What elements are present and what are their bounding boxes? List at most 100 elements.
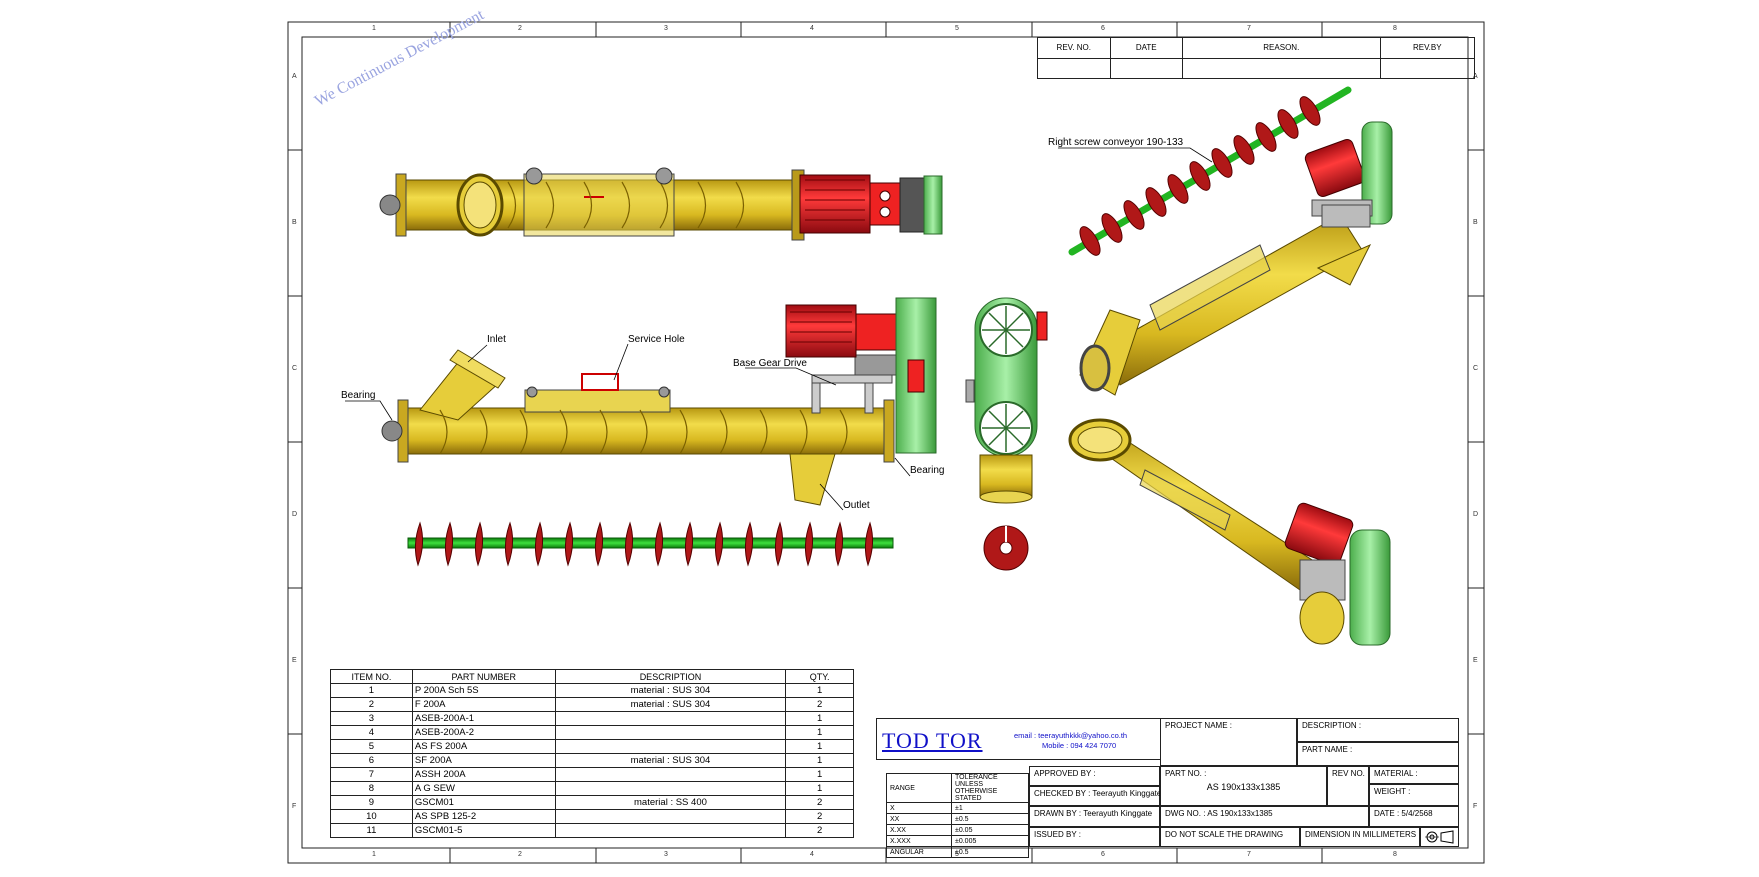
bom-qty: 1 <box>785 725 854 740</box>
screw-flight-view <box>407 521 894 567</box>
zone-col-3-bottom: 3 <box>664 851 668 858</box>
zone-row-f: F <box>292 803 297 810</box>
zone-row-a: A <box>292 73 297 80</box>
zone-row-f-right: F <box>1473 803 1478 810</box>
bom-description <box>554 809 787 824</box>
tolerance-value: ±0.5 <box>951 846 1029 858</box>
tolerance-range: X.XX <box>886 824 952 836</box>
iso-assembly-upper <box>1079 204 1372 396</box>
tolerance-range-header: RANGE <box>886 773 952 803</box>
iso-screw-view <box>1068 86 1393 256</box>
bom-description-header: DESCRIPTION <box>554 669 787 684</box>
top-view <box>379 167 943 241</box>
bom-qty: 2 <box>785 809 854 824</box>
bom-part-number: P 200A Sch 5S <box>411 683 556 698</box>
bom-item-no: 4 <box>330 725 413 740</box>
do-not-scale-cell: DO NOT SCALE THE DRAWING <box>1160 827 1300 847</box>
tolerance-value: ±1 <box>951 802 1029 814</box>
bom-item-no: 8 <box>330 781 413 796</box>
bom-description: material : SS 400 <box>554 795 787 810</box>
zone-row-e: E <box>292 657 297 664</box>
part-no-value: AS 190x133x1385 <box>1206 782 1281 792</box>
tolerance-range: ANGULAR <box>886 846 952 858</box>
zone-row-b-right: B <box>1473 219 1478 226</box>
bom-part-number: AS SPB 125-2 <box>411 809 556 824</box>
tolerance-value: ±0.05 <box>951 824 1029 836</box>
tolerance-value-header: TOLERANCE UNLESS OTHERWISE STATED <box>951 773 1029 803</box>
inlet-callout: Inlet <box>487 334 506 345</box>
bom-part-number: A G SEW <box>411 781 556 796</box>
bom-qty-header: QTY. <box>785 669 854 684</box>
bom-item-no: 11 <box>330 823 413 838</box>
bom-part-number: GSCM01-5 <box>411 823 556 838</box>
bom-qty: 1 <box>785 767 854 782</box>
third-angle-projection-icon <box>1425 830 1454 844</box>
tolerance-row: X±1 <box>886 802 1029 814</box>
bom-description <box>554 711 787 726</box>
bom-description <box>554 767 787 782</box>
zone-row-b: B <box>292 219 297 226</box>
zone-col-7: 7 <box>1247 25 1251 32</box>
checked-by-cell: CHECKED BY : Teerayuth Kinggate <box>1029 786 1161 806</box>
zone-col-3: 3 <box>664 25 668 32</box>
bom-qty: 1 <box>785 781 854 796</box>
dimension-units-cell: DIMENSION IN MILLIMETERS <box>1300 827 1420 847</box>
tolerance-row: ANGULAR±0.5 <box>886 846 1029 858</box>
zone-col-1-bottom: 1 <box>372 851 376 858</box>
zone-row-e-right: E <box>1473 657 1478 664</box>
zone-row-d: D <box>292 511 298 518</box>
tolerance-table: RANGE TOLERANCE UNLESS OTHERWISE STATED … <box>886 773 1029 858</box>
bom-qty: 1 <box>785 753 854 768</box>
projection-symbol-cell <box>1420 827 1459 847</box>
zone-row-d-right: D <box>1473 511 1479 518</box>
bom-header-row: ITEM NO. PART NUMBER DESCRIPTION QTY. <box>330 669 854 684</box>
bom-description <box>554 725 787 740</box>
bom-item-no: 5 <box>330 739 413 754</box>
part-name-cell: PART NAME : <box>1297 742 1459 766</box>
dwg-no-cell: DWG NO. : AS 190x133x1385 <box>1160 806 1369 827</box>
zone-col-2: 2 <box>518 25 522 32</box>
revision-empty-row <box>1037 57 1476 79</box>
tolerance-range: X <box>886 802 952 814</box>
bom-description: material : SUS 304 <box>554 753 787 768</box>
company-logo-text: TOD TOR <box>882 728 983 753</box>
zone-row-a-right: A <box>1473 73 1478 80</box>
bom-item-header: ITEM NO. <box>330 669 413 684</box>
outlet-callout: Outlet <box>843 500 870 511</box>
bom-item-no: 10 <box>330 809 413 824</box>
company-email: email : teerayuthkkk@yahoo.co.th <box>1014 731 1128 740</box>
issued-by-cell: ISSUED BY : <box>1029 827 1160 847</box>
zone-col-6-bottom: 6 <box>1101 851 1105 858</box>
bom-qty: 2 <box>785 697 854 712</box>
bom-qty: 1 <box>785 711 854 726</box>
callout-leaders <box>345 147 1213 511</box>
end-view <box>965 297 1048 504</box>
zone-col-4: 4 <box>810 25 814 32</box>
description-cell: DESCRIPTION : <box>1297 718 1459 742</box>
tolerance-range: XX <box>886 813 952 825</box>
material-cell: MATERIAL : <box>1369 766 1459 784</box>
zone-col-4-bottom: 4 <box>810 851 814 858</box>
zone-col-5: 5 <box>955 25 959 32</box>
bom-part-number: ASEB-200A-1 <box>411 711 556 726</box>
drawn-by-cell: DRAWN BY : Teerayuth Kinggate <box>1029 806 1160 827</box>
tolerance-row: X.XXX±0.005 <box>886 835 1029 847</box>
bearing-callout-right: Bearing <box>910 465 945 476</box>
flight-disc-detail <box>983 525 1029 571</box>
zone-col-8-bottom: 8 <box>1393 851 1397 858</box>
company-mobile: Mobile : 094 424 7070 <box>1042 741 1117 750</box>
bom-part-number: ASSH 200A <box>411 767 556 782</box>
weight-cell: WEIGHT : <box>1369 784 1459 806</box>
zone-col-2-bottom: 2 <box>518 851 522 858</box>
zone-row-c: C <box>292 365 298 372</box>
bom-description <box>554 781 787 796</box>
